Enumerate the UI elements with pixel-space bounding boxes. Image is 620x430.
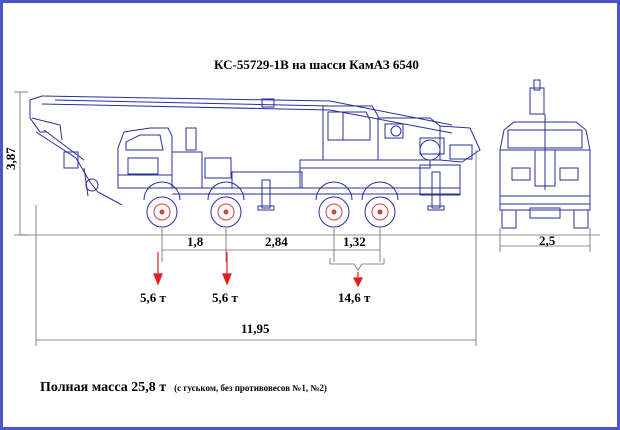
dimension-lines — [14, 91, 600, 346]
crane-truck-side-view-icon — [29, 95, 481, 211]
dim-width: 2,5 — [539, 233, 556, 248]
axle-load-1: 5,6 т — [140, 290, 167, 305]
dim-wheelbase-3: 1,32 — [343, 234, 366, 249]
diagram-title: КС-55729-1В на шасси КамАЗ 6540 — [214, 57, 419, 72]
load-arrows — [153, 252, 363, 288]
caption-main: Полная масса 25,8 т — [40, 380, 166, 395]
dim-wheelbase-2: 2,84 — [265, 234, 288, 249]
axle-load-3: 14,6 т — [338, 290, 371, 305]
wheels — [146, 196, 396, 228]
caption: Полная масса 25,8 т (с гуськом, без прот… — [40, 378, 327, 395]
axle-load-2: 5,6 т — [212, 290, 239, 305]
crane-truck-front-view-icon — [499, 79, 591, 229]
dim-length: 11,95 — [241, 321, 270, 336]
dim-wheelbase-1: 1,8 — [187, 234, 204, 249]
caption-note: (с гуськом, без противовесов №1, №2) — [174, 383, 327, 393]
dim-height: 3,87 — [3, 147, 18, 170]
